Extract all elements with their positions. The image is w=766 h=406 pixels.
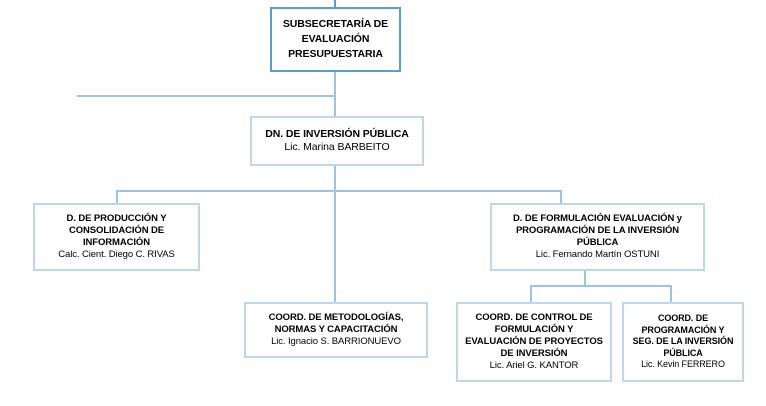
node-formulacion-title-line1: D. DE FORMULACIÓN EVALUACIÓN y	[513, 212, 682, 224]
connector-lateral-stub	[77, 95, 335, 97]
connector-root-to-dn	[334, 72, 336, 117]
node-programacion-person: Lic. Kevin FERRERO	[641, 359, 725, 370]
connector-above-root	[334, 0, 336, 8]
node-produccion-title-line3: INFORMACIÓN	[83, 237, 150, 248]
node-programacion-title-line3: SEG. DE LA INVERSIÓN	[632, 336, 734, 347]
node-direccion-nacional[interactable]: DN. DE INVERSIÓN PÚBLICA Lic. Marina BAR…	[250, 116, 424, 166]
node-control-title-line4: DE INVERSIÓN	[500, 348, 568, 360]
node-direccion-nacional-title: DN. DE INVERSIÓN PÚBLICA	[265, 127, 409, 140]
node-control-person: Lic. Ariel G. KANTOR	[489, 360, 579, 372]
node-programacion-title-line1: COORD. DE	[657, 313, 709, 324]
node-coord-control-formulacion[interactable]: COORD. DE CONTROL DE FORMULACIÓN Y EVALU…	[456, 302, 612, 382]
node-control-title-line3: EVALUACIÓN DE PROYECTOS	[465, 335, 603, 347]
connector-bus-level3	[530, 285, 672, 287]
connector-bus-to-control	[530, 285, 532, 302]
node-formulacion-title-line2: PROGRAMACIÓN DE LA INVERSIÓN	[515, 224, 680, 236]
node-subsecretaria-title-line3: PRESUPUESTARIA	[288, 48, 383, 61]
node-produccion-title-line1: D. DE PRODUCCIÓN Y	[66, 212, 167, 224]
node-formulacion-title-line3: PÚBLICA	[576, 237, 619, 248]
node-direccion-nacional-person: Lic. Marina BARBEITO	[284, 141, 390, 153]
node-produccion-title-line2: CONSOLIDACIÓN DE	[69, 224, 164, 236]
node-produccion-consolidacion[interactable]: D. DE PRODUCCIÓN Y CONSOLIDACIÓN DE INFO…	[33, 203, 200, 271]
node-coord-metodologias[interactable]: COORD. DE METODOLOGÍAS, NORMAS Y CAPACIT…	[244, 302, 428, 358]
connector-bus-level2	[116, 190, 562, 192]
connector-bus-to-produccion	[116, 190, 118, 203]
node-subsecretaria-title-line2: EVALUACIÓN	[301, 32, 370, 45]
node-metodologias-title-line2: NORMAS Y CAPACITACIÓN	[274, 323, 398, 335]
node-formulacion-person: Lic. Fernando Martín OSTUNI	[535, 249, 660, 261]
node-subsecretaria[interactable]: SUBSECRETARÍA DE EVALUACIÓN PRESUPUESTAR…	[270, 7, 401, 72]
node-formulacion-programacion[interactable]: D. DE FORMULACIÓN EVALUACIÓN y PROGRAMAC…	[490, 203, 705, 271]
node-subsecretaria-title-line1: SUBSECRETARÍA DE	[282, 17, 389, 30]
node-metodologias-title-line1: COORD. DE METODOLOGÍAS,	[268, 311, 404, 323]
node-coord-programacion-seguimiento[interactable]: COORD. DE PROGRAMACIÓN Y SEG. DE LA INVE…	[622, 302, 744, 382]
node-produccion-person: Calc. Cient. Diego C. RIVAS	[58, 249, 175, 261]
connector-bus-to-metodologias	[334, 190, 336, 302]
connector-formulacion-to-bus	[584, 271, 586, 286]
node-control-title-line1: COORD. DE CONTROL DE	[475, 311, 593, 323]
node-programacion-title-line4: PÚBLICA	[663, 347, 703, 358]
node-control-title-line2: FORMULACIÓN Y	[494, 323, 574, 335]
node-metodologias-person: Lic. Ignacio S. BARRIONUEVO	[271, 336, 401, 348]
connector-bus-to-programacion	[670, 285, 672, 302]
connector-dn-to-bus	[334, 166, 336, 191]
connector-bus-to-formulacion	[560, 190, 562, 203]
node-programacion-title-line2: PROGRAMACIÓN Y	[641, 324, 725, 335]
